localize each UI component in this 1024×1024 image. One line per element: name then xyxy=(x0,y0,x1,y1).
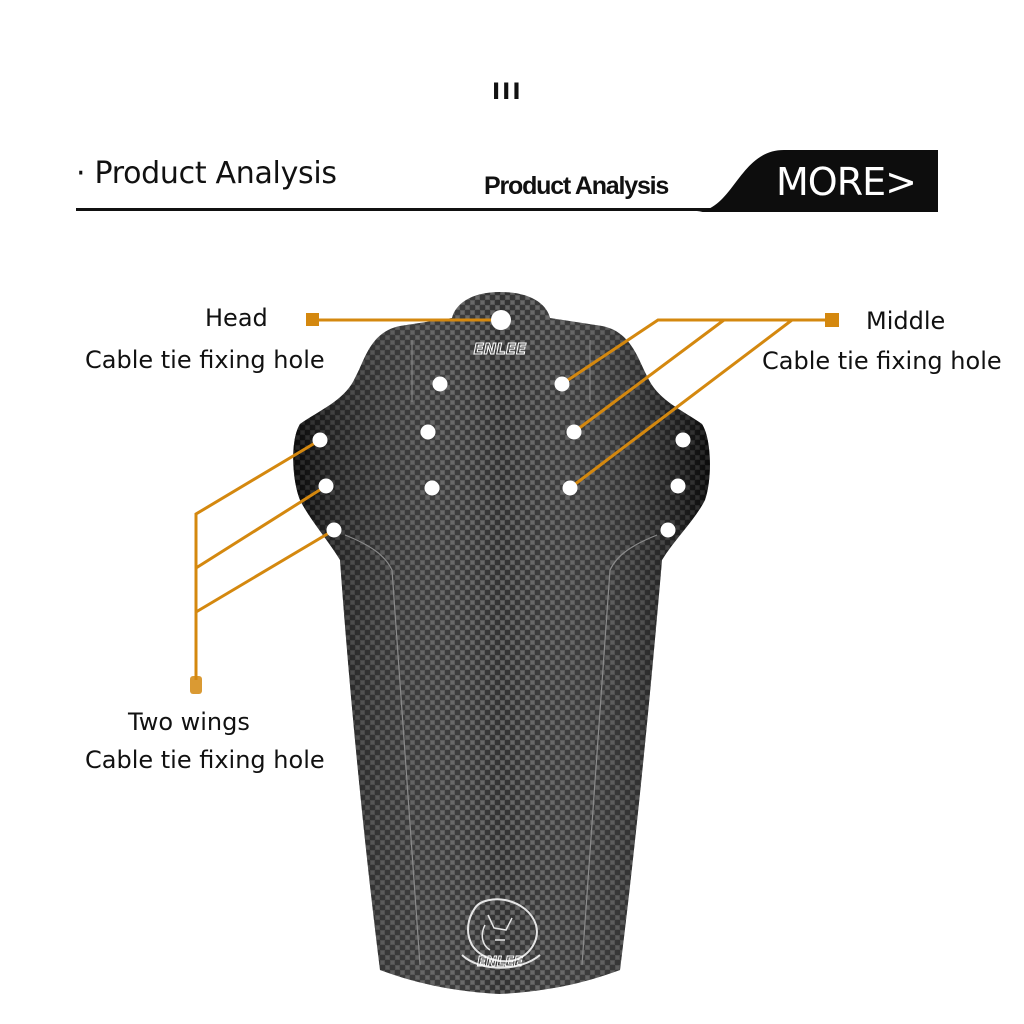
wings-sublabel: Cable tie fixing hole xyxy=(85,746,325,774)
head-hole xyxy=(491,310,511,330)
section-title: · Product Analysis xyxy=(76,156,337,191)
wing-hole-right-1 xyxy=(675,432,691,448)
wing-hole-left-2 xyxy=(318,478,334,494)
head-leader-marker xyxy=(306,313,319,326)
section-subtitle: Product Analysis xyxy=(484,172,669,200)
brand-text-top: ENLEE xyxy=(474,340,528,358)
middle-label: Middle xyxy=(866,307,946,335)
wings-leader-line-2 xyxy=(195,484,327,570)
header-divider xyxy=(76,208,938,211)
middle-hole-left-3 xyxy=(424,480,440,496)
more-button[interactable]: MORE> xyxy=(776,160,917,204)
more-button-background xyxy=(694,150,938,212)
wing-hole-left-1 xyxy=(312,432,328,448)
middle-hole-right-1 xyxy=(554,376,570,392)
middle-hole-right-3 xyxy=(562,480,578,496)
middle-hole-left-1 xyxy=(432,376,448,392)
middle-leader-marker xyxy=(825,313,839,327)
brand-text-bottom: ENLEE xyxy=(477,955,523,970)
wings-leader-line-3 xyxy=(195,528,335,614)
wing-hole-right-3 xyxy=(660,522,676,538)
section-header: · Product Analysis Product Analysis MORE… xyxy=(76,150,938,212)
leader-lines xyxy=(194,318,832,680)
brand-logo-top: ENLEE xyxy=(473,340,528,359)
head-sublabel: Cable tie fixing hole xyxy=(85,346,325,374)
wings-leader-marker xyxy=(190,676,202,694)
lion-emblem: ENLEE xyxy=(461,898,541,970)
mudguard-body xyxy=(293,292,710,994)
middle-hole-right-2 xyxy=(566,424,582,440)
page-marker: III xyxy=(492,80,523,105)
wings-leader-line-1 xyxy=(194,438,321,680)
wings-label: Two wings xyxy=(128,708,250,736)
head-label: Head xyxy=(205,304,268,332)
wing-hole-right-2 xyxy=(670,478,686,494)
middle-hole-left-2 xyxy=(420,424,436,440)
middle-leader-line-3 xyxy=(569,318,832,490)
wing-hole-left-3 xyxy=(326,522,342,538)
middle-sublabel: Cable tie fixing hole xyxy=(762,347,1002,375)
fixing-holes xyxy=(312,310,691,538)
